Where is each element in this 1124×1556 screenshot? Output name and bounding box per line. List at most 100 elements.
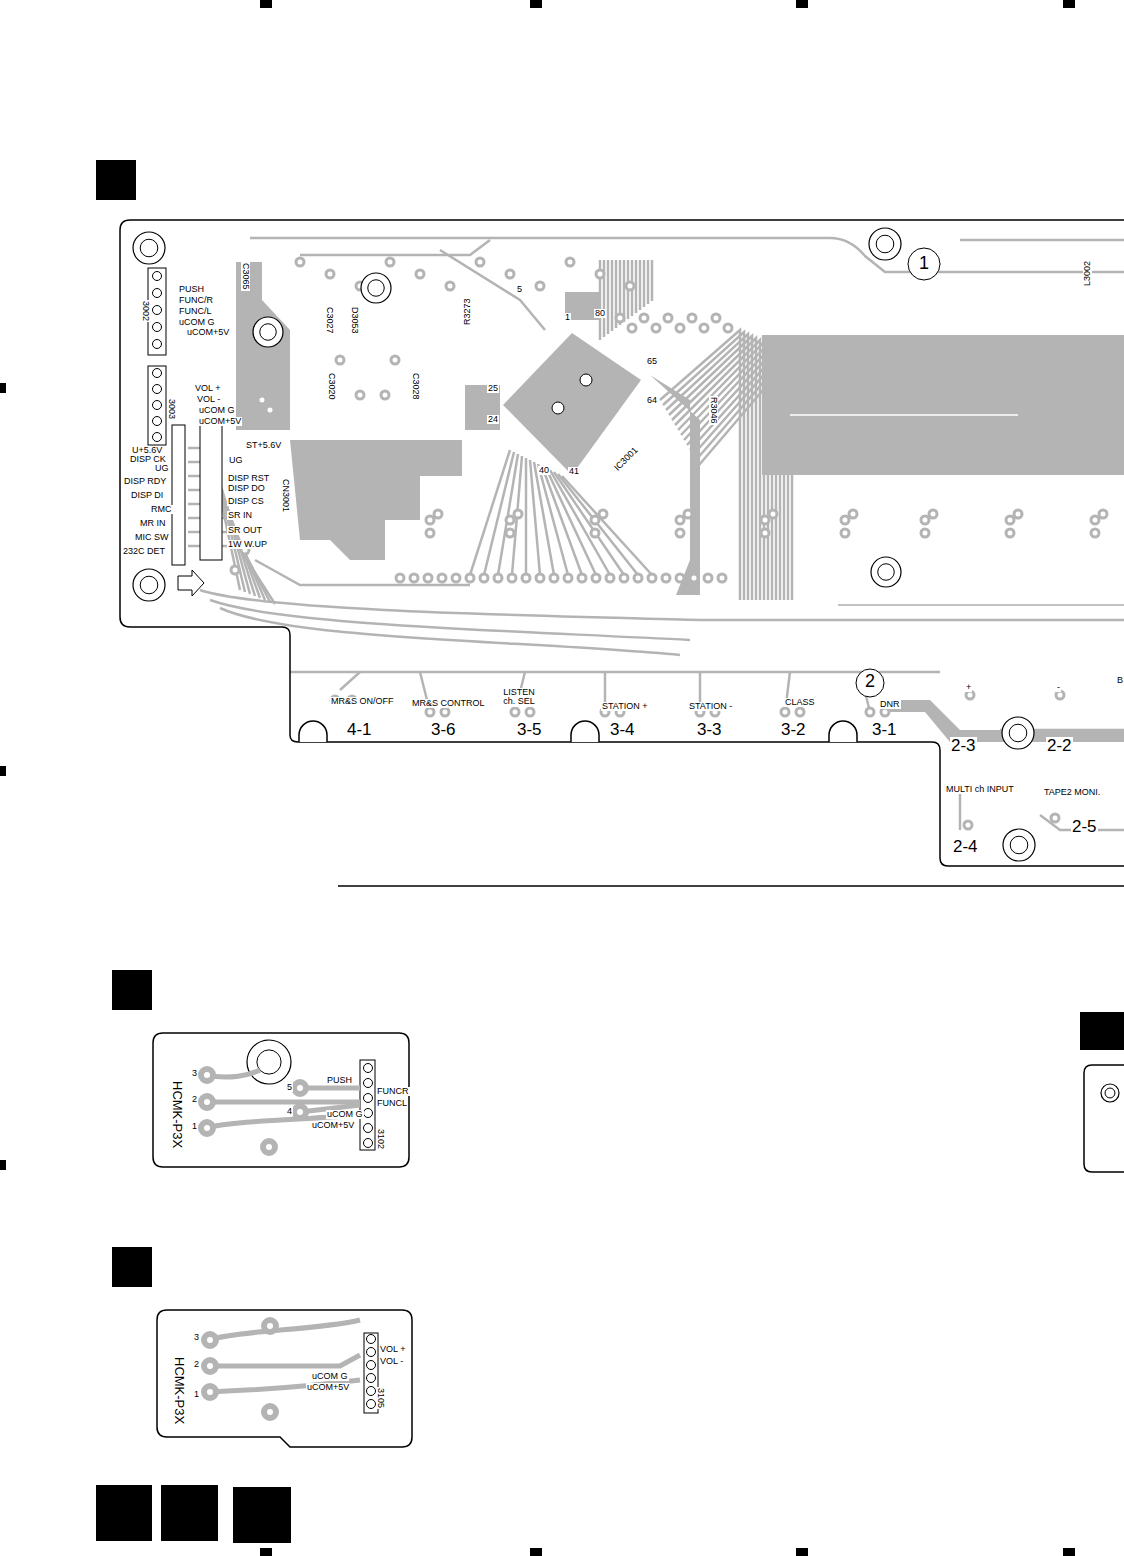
solder-pad <box>201 1096 213 1108</box>
connector-pin <box>367 1335 376 1344</box>
marker-square <box>96 1485 152 1541</box>
solder-pad <box>676 529 684 537</box>
solder-pad <box>664 314 672 322</box>
solder-pad <box>616 314 624 322</box>
copper-trace <box>205 1100 360 1105</box>
connector-pin <box>367 1387 376 1396</box>
solder-pad <box>761 529 769 537</box>
solder-pad <box>550 574 558 582</box>
pin-label: UG <box>228 456 244 465</box>
solder-pad <box>921 529 929 537</box>
solder-pad <box>294 1082 306 1094</box>
callout-number: 2-5 <box>1071 818 1098 836</box>
copper-plane <box>236 262 290 430</box>
copper-trace <box>208 1380 360 1392</box>
marker-square <box>233 1487 291 1543</box>
mounting-hole <box>133 232 165 264</box>
solder-pad <box>626 282 634 290</box>
connector-pin <box>364 1109 373 1118</box>
connector-pin <box>364 1124 373 1133</box>
copper-trace <box>210 600 690 640</box>
solder-pad <box>566 258 574 266</box>
pin-label: D3053 <box>350 306 359 335</box>
copper-trace <box>470 450 510 575</box>
pin-label: PUSH <box>178 285 205 294</box>
callout-number: 2 <box>864 672 876 691</box>
callout-number: 3-4 <box>609 721 636 739</box>
mounting-hole-inner <box>140 239 158 257</box>
copper-trace <box>663 332 744 600</box>
connector-pin <box>153 401 162 410</box>
board-outline <box>1084 1065 1124 1172</box>
pin-label: 1W W.UP <box>227 540 268 549</box>
mounting-hole <box>871 557 901 587</box>
connector-pin <box>153 433 162 442</box>
pin-label: SR IN <box>227 511 253 520</box>
solder-pad <box>929 510 937 518</box>
solder-pad <box>596 270 604 278</box>
solder-pad <box>1091 529 1099 537</box>
copper-trace <box>562 476 652 575</box>
pin-label: 24 <box>487 415 499 424</box>
solder-pad <box>640 314 648 322</box>
pin-label: 2 <box>191 1095 198 1104</box>
solder-pad <box>688 314 696 322</box>
marker-square <box>260 1548 272 1556</box>
solder-pad <box>381 391 389 399</box>
callout-circle <box>908 248 940 280</box>
pin-label: CLASS <box>784 698 816 707</box>
pin-label: TAPE2 MONI. <box>1043 788 1101 797</box>
solder-pad <box>494 574 502 582</box>
solder-pad <box>264 1406 276 1418</box>
mounting-hole-inner <box>257 1050 281 1074</box>
copper-trace <box>611 260 614 331</box>
pin-label: PUSH <box>326 1076 353 1085</box>
pin-label: FUNC/R <box>178 296 214 305</box>
solder-pad <box>231 566 239 574</box>
pin-label: VOL - <box>379 1357 404 1366</box>
solder-pad <box>690 574 698 582</box>
connector-pin <box>364 1094 373 1103</box>
solder-pad <box>466 574 474 582</box>
pin-label: DISP DI <box>130 491 164 500</box>
pin-label: uCOM+5V <box>198 417 242 426</box>
marker-square <box>0 1160 6 1170</box>
callout-number: HCMK-P3X <box>170 1080 184 1149</box>
solder-pad <box>424 574 432 582</box>
copper-trace <box>525 458 528 575</box>
solder-pad <box>204 1360 216 1372</box>
pin-label: STATION - <box>688 702 733 711</box>
pin-label: VOL - <box>196 395 221 404</box>
pin-label: R3273 <box>463 297 472 326</box>
pin-label: ST+5.6V <box>245 441 282 450</box>
solder-pad <box>599 510 607 518</box>
solder-pad <box>258 396 266 404</box>
solder-pad <box>1099 510 1107 518</box>
solder-pad <box>676 574 684 582</box>
solder-pad <box>781 708 789 716</box>
solder-pad <box>700 324 708 332</box>
pin-label: 3105 <box>376 1387 385 1409</box>
solder-pad <box>201 1122 213 1134</box>
pin-label: 5 <box>286 1083 293 1092</box>
pin-label: RMC <box>150 505 173 514</box>
copper-trace <box>440 250 545 330</box>
mounting-hole-inner <box>140 576 158 594</box>
solder-pad <box>416 270 424 278</box>
copper-trace <box>554 472 624 575</box>
copper-trace <box>699 356 792 600</box>
pin-label: 65 <box>646 357 658 366</box>
copper-trace <box>666 334 748 600</box>
solder-pad <box>684 510 692 518</box>
solder-pad <box>441 708 449 716</box>
pin-label: 3 <box>193 1333 200 1342</box>
copper-trace <box>643 260 646 307</box>
callout-circle <box>856 669 884 697</box>
solder-pad <box>204 1386 216 1398</box>
marker-square <box>96 160 136 200</box>
solder-pad <box>620 574 628 582</box>
solder-pad <box>480 574 488 582</box>
solder-pad <box>1051 814 1059 822</box>
copper-trace <box>558 474 638 575</box>
